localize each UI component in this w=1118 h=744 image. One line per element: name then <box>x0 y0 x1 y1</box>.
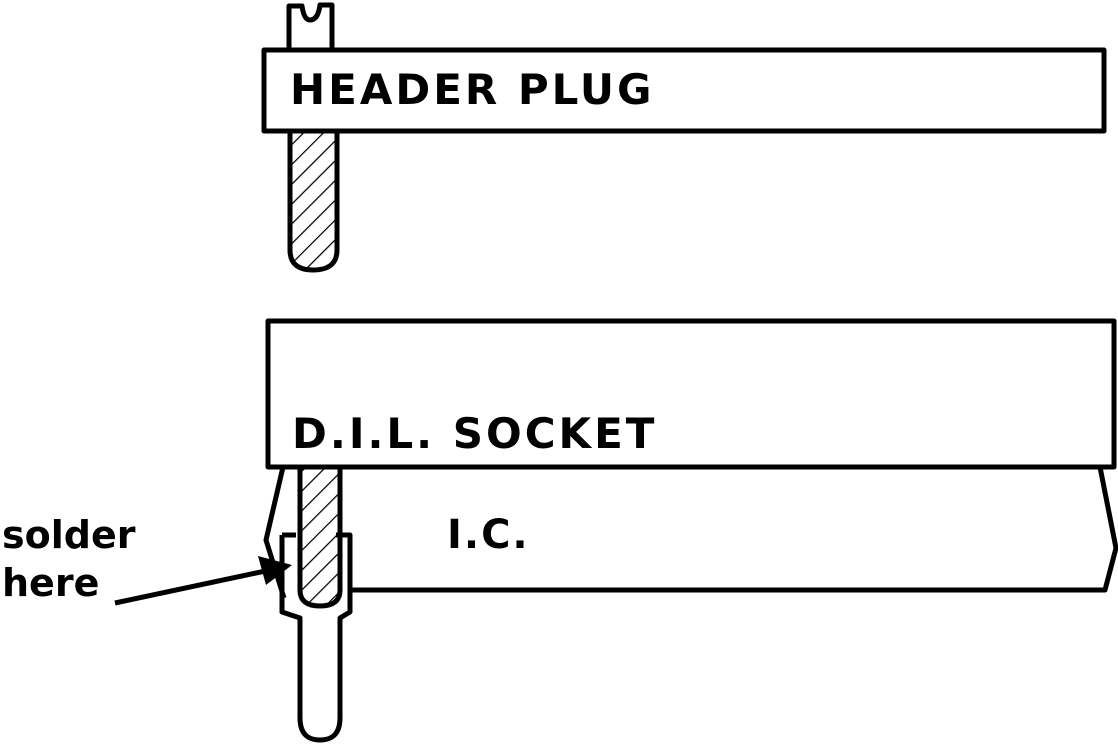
solder-label-line1: solder <box>2 513 136 557</box>
dil-socket-body <box>265 318 1117 470</box>
ic-label: I.C. <box>447 512 530 558</box>
solder-label-line2: here <box>2 561 99 605</box>
dil-socket-label: D.I.L. SOCKET <box>292 409 657 458</box>
header-plug-body <box>261 47 1107 134</box>
header-pin-top-stub <box>286 2 335 49</box>
header-pin <box>287 131 340 273</box>
socket-contact <box>279 532 353 743</box>
solder-arrow <box>114 556 292 606</box>
inserted-pin <box>297 467 343 609</box>
header-plug-label: HEADER PLUG <box>290 65 655 114</box>
ic-body <box>263 466 1118 599</box>
